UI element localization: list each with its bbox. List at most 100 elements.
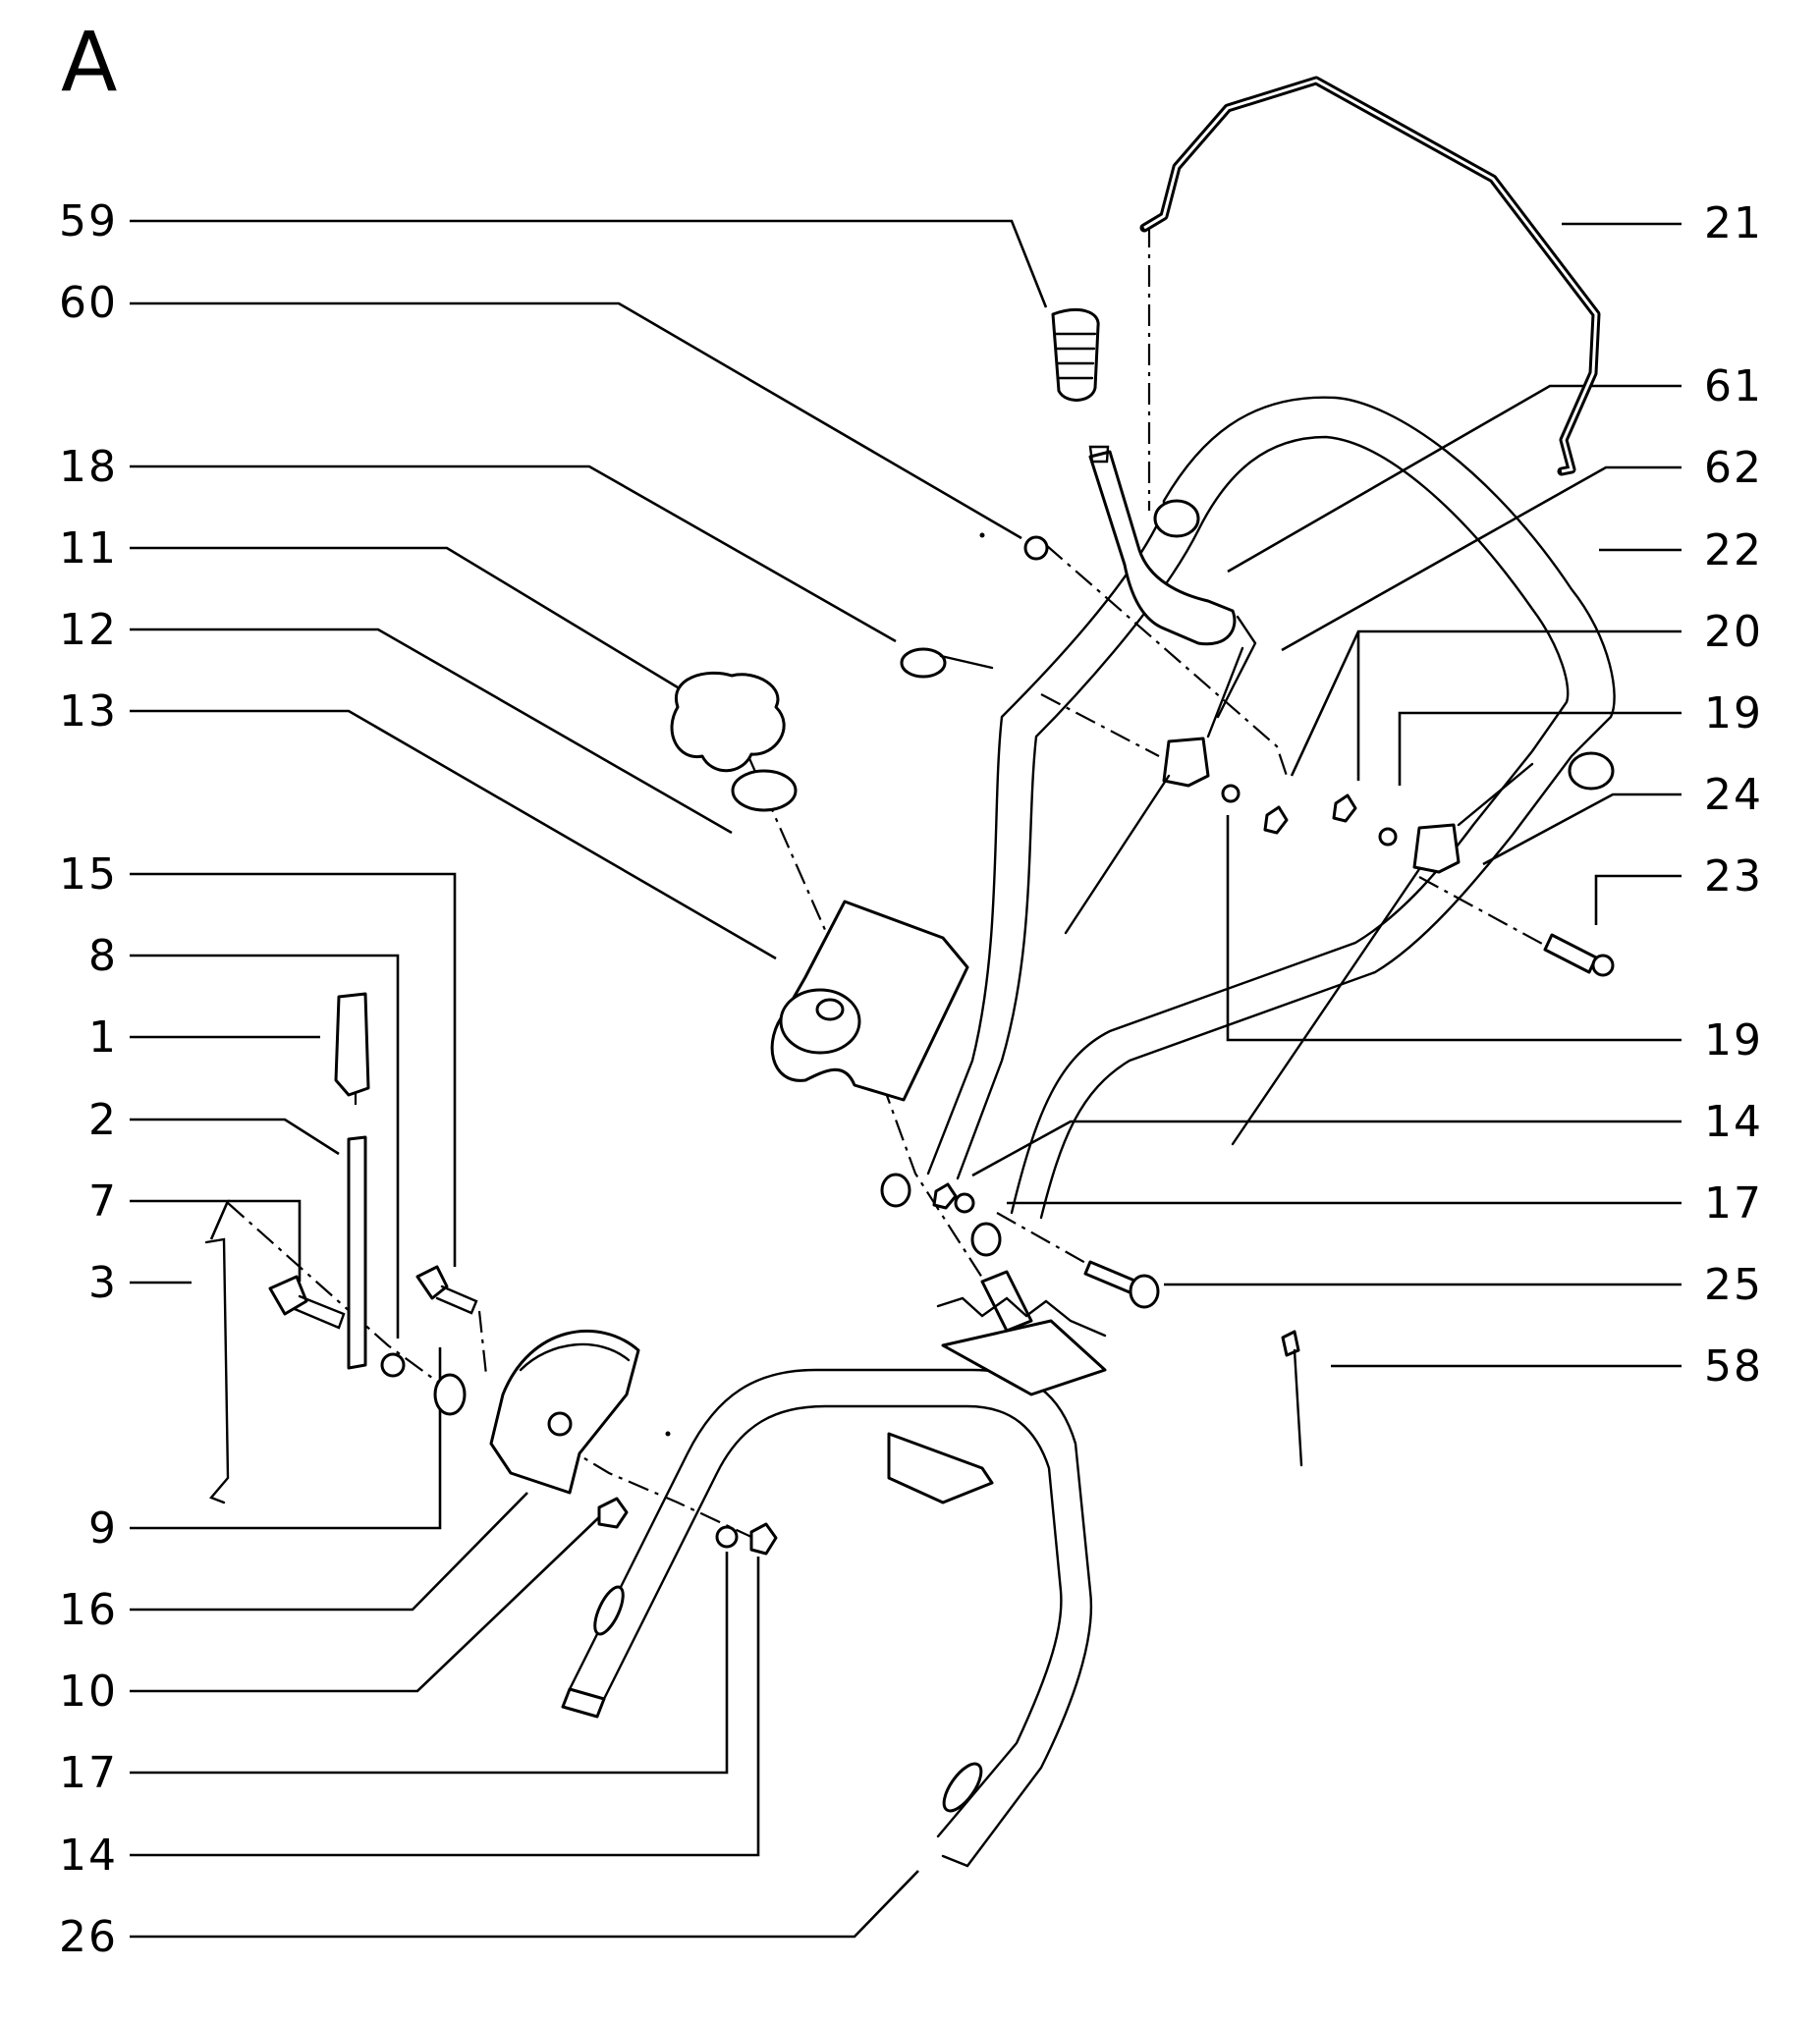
tube-end-left [880,1173,911,1208]
callout-1: 1 [88,1012,118,1063]
leader-11 [130,546,679,689]
callout-59: 59 [59,196,118,246]
washer-12 [731,769,798,812]
mount-plate [887,1432,994,1504]
cable-left-lower [1064,774,1171,935]
clip-stem [939,654,994,670]
nut-60 [1023,535,1049,561]
upper-handle-inner-edge [1010,435,1570,1215]
clamp-left-body [1162,737,1210,788]
throttle-lever [1051,308,1257,719]
right-callout-labels: 21 61 62 22 20 19 24 23 19 14 17 25 58 [1704,198,1763,1392]
ratchet-segment-16 [489,1330,640,1529]
dot-2 [665,1431,671,1437]
axis-control-bolt [1045,544,1289,777]
leader-23 [1594,874,1682,925]
callout-22: 22 [1704,525,1763,575]
leader-17-lower [130,1552,729,1775]
clamp-right-body [1412,823,1461,874]
callout-2: 2 [88,1095,118,1145]
axis-lower-bolt [559,1443,752,1538]
callout-14-right: 14 [1704,1097,1763,1147]
star-knob-11 [670,671,786,773]
tube-cap-right [1568,751,1615,791]
tube-cap-left [1153,499,1200,538]
carriage-bolt-25 [1083,1260,1160,1309]
leader-26 [130,1870,919,1939]
callout-26: 26 [59,1912,118,1962]
upper-control-bar-inner [1143,79,1598,473]
callout-60: 60 [59,278,118,328]
callout-23: 23 [1704,851,1763,902]
leader-8 [130,954,400,1339]
spacer-9 [433,1373,467,1416]
callout-25: 25 [1704,1260,1763,1310]
callout-18: 18 [59,442,118,492]
cable-clamp-right [1231,762,1615,1146]
leader-12 [130,628,733,835]
leader-7b [228,1199,302,1282]
rod-3 [204,1237,230,1504]
cable-right-lower [1231,867,1421,1146]
ratchet-top-edge [936,1296,1107,1338]
bolt-23 [1543,933,1598,974]
ratchet-body [489,1330,640,1495]
axis-bolt-7 [227,1202,463,1400]
leader-13 [130,709,777,960]
bracket-13 [770,900,969,1102]
washer-17-right [954,1192,975,1214]
cable-62-upper [1216,615,1257,719]
left-callout-labels: 59 60 18 11 12 13 15 8 1 2 7 3 9 16 10 1… [59,196,118,1962]
tie-head [1281,1330,1300,1357]
callout-21: 21 [1704,198,1763,248]
lever-pivot [1088,445,1110,464]
leader-10 [130,1516,600,1693]
section-letter: A [61,14,117,110]
callout-62: 62 [1704,443,1763,493]
axis-stud-18 [1040,693,1160,757]
lower-handle-inner [602,1404,1063,1838]
callout-58: 58 [1704,1341,1763,1392]
bolt-23-head [1591,954,1615,977]
grip-1 [334,992,370,1097]
leader-24 [1482,793,1682,866]
callout-19-lower: 19 [1704,1015,1763,1066]
leader-14-right [971,1120,1682,1177]
upper-tube-stub [980,1270,1033,1333]
bolt-7-shank [293,1294,346,1330]
lower-handle-end-left [561,1687,606,1719]
leader-18 [130,465,897,643]
tube-end-right [970,1222,1002,1257]
bolt-7-head [268,1275,308,1316]
knob-assembly [670,671,798,812]
nut-20-left [1263,805,1289,835]
dot-1 [979,532,985,538]
upper-handle-left-leg-outer [926,499,1166,1176]
leader-2 [130,1118,340,1156]
height-lever-group [204,992,478,1504]
cable-right-upper [1457,762,1534,827]
lower-handle-outer [568,1368,1093,1868]
nut-20-right [1332,793,1357,823]
washer-19-upper-left [1221,784,1241,803]
leader-14-lower [130,1557,760,1857]
cable-tie-58 [1281,1330,1303,1467]
bolt-15-shank [435,1285,478,1315]
cable-left-upper [1206,646,1244,738]
clip-loop [900,647,947,679]
leader-7a [130,1199,230,1240]
bolt-15-head [415,1265,449,1300]
callout-16: 16 [59,1585,118,1635]
callout-19-upper: 19 [1704,688,1763,738]
lever-plate-2 [347,1135,367,1370]
callout-9: 9 [88,1504,118,1554]
callout-61: 61 [1704,361,1763,411]
washer-8 [380,1352,406,1378]
callout-12: 12 [59,605,118,655]
leader-19-upper [1398,711,1682,786]
ratchet-teeth-arc [519,1342,631,1372]
callout-20: 20 [1704,607,1763,657]
callout-17-right: 17 [1704,1178,1763,1229]
axis-bolt-15 [477,1310,488,1376]
